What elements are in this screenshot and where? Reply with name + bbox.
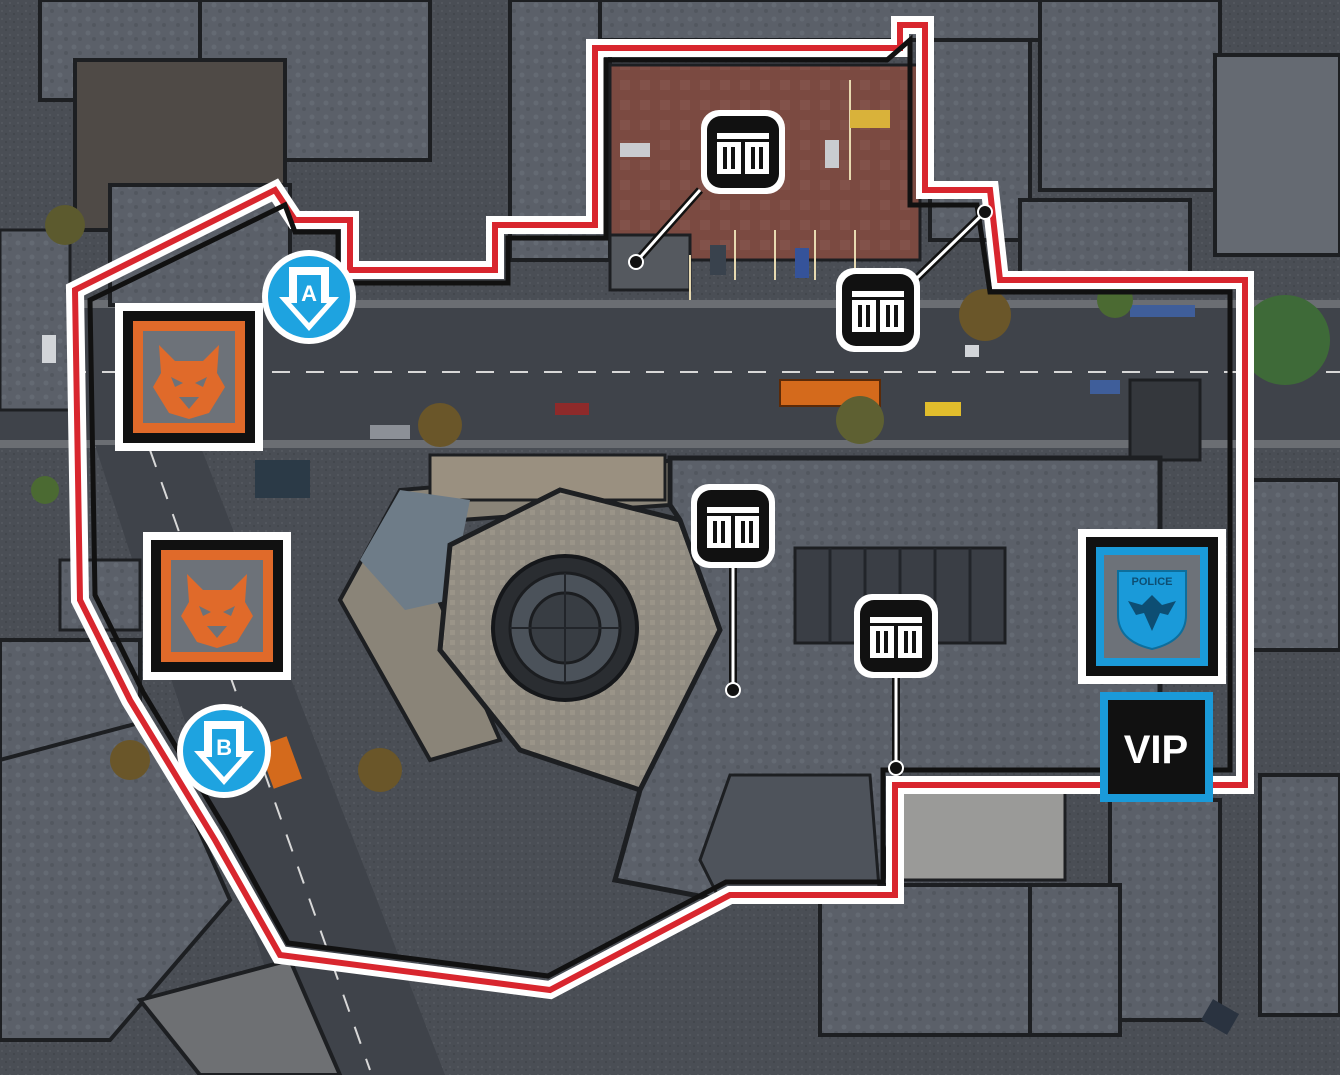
- objective-marker-1[interactable]: [701, 110, 785, 194]
- police-badge-icon: POLICE: [1117, 570, 1187, 651]
- objective-anchor-dot: [888, 760, 904, 776]
- attacker-spawn-2[interactable]: [143, 532, 291, 680]
- crate-icon: [707, 507, 759, 548]
- police-badge-text: POLICE: [1132, 576, 1173, 588]
- objective-marker-3[interactable]: [691, 484, 775, 568]
- trees: [31, 205, 1330, 792]
- map-boundary: [65, 16, 1254, 1000]
- objective-anchor-dot: [977, 204, 993, 220]
- objective-marker-2[interactable]: [836, 268, 920, 352]
- crate-icon: [717, 133, 769, 174]
- police-spawn-marker[interactable]: POLICE: [1078, 529, 1226, 684]
- plaza-complex: [337, 453, 723, 794]
- objective-marker-4[interactable]: [854, 594, 938, 678]
- insertion-letter-b: B: [216, 735, 232, 760]
- vip-marker[interactable]: VIP: [1100, 692, 1213, 802]
- insertion-letter-a: A: [301, 281, 317, 306]
- objective-anchor-dot: [628, 254, 644, 270]
- crate-icon: [852, 291, 904, 332]
- attacker-spawn-1[interactable]: [115, 303, 263, 451]
- insertion-point-b[interactable]: B: [177, 704, 271, 798]
- objective-anchor-dot: [725, 682, 741, 698]
- crate-icon: [870, 617, 922, 658]
- objective-connectors: [628, 187, 993, 776]
- vip-label: VIP: [1124, 728, 1188, 772]
- wolf-emblem-icon: [153, 345, 225, 419]
- insertion-point-a[interactable]: A: [262, 250, 356, 344]
- wolf-emblem-icon: [181, 574, 253, 648]
